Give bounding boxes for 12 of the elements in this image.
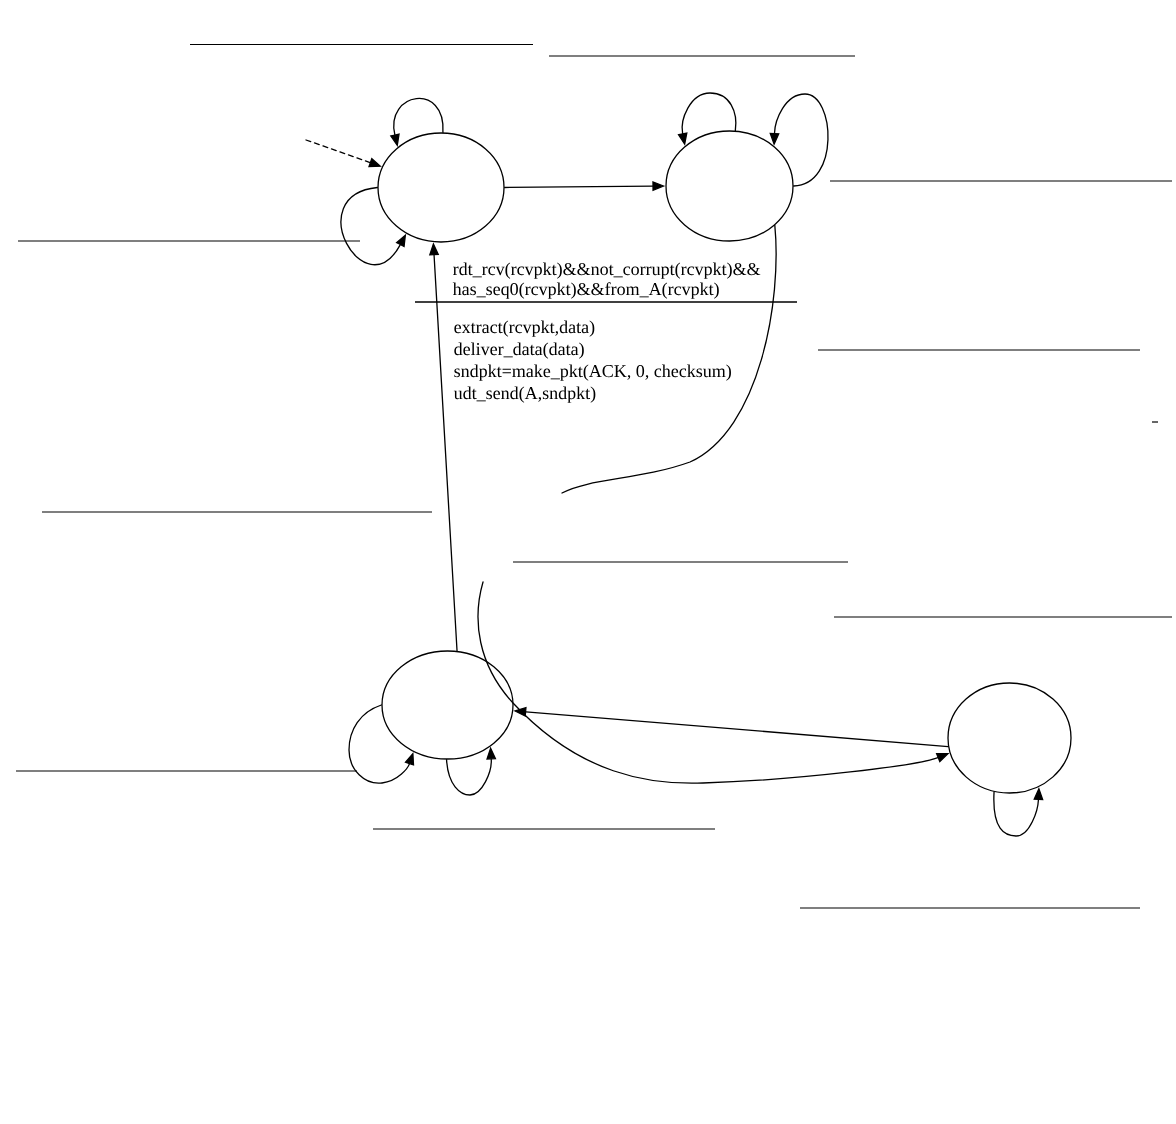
action-label: deliver_data(data)	[454, 342, 584, 359]
state-circle	[947, 682, 1072, 794]
state-circle	[377, 132, 505, 243]
edge-label: rdt_rcv(rcvpkt)&&not_corrupt(rcvpkt)&& has_seq0(rcvpkt)&&from_A(rcvpkt)	[451, 261, 770, 300]
loop-arrow	[348, 704, 415, 784]
action-label: extract(rcvpkt,data)	[454, 320, 595, 337]
action-label: udt_send(A,sndpkt)	[453, 386, 596, 403]
action-label: sndpkt=make_pkt(ACK, 0, checksum)	[454, 364, 731, 381]
state-circle	[381, 650, 514, 760]
loop-arrow	[769, 93, 829, 187]
curved-line	[561, 224, 777, 494]
state-circle	[665, 130, 794, 242]
